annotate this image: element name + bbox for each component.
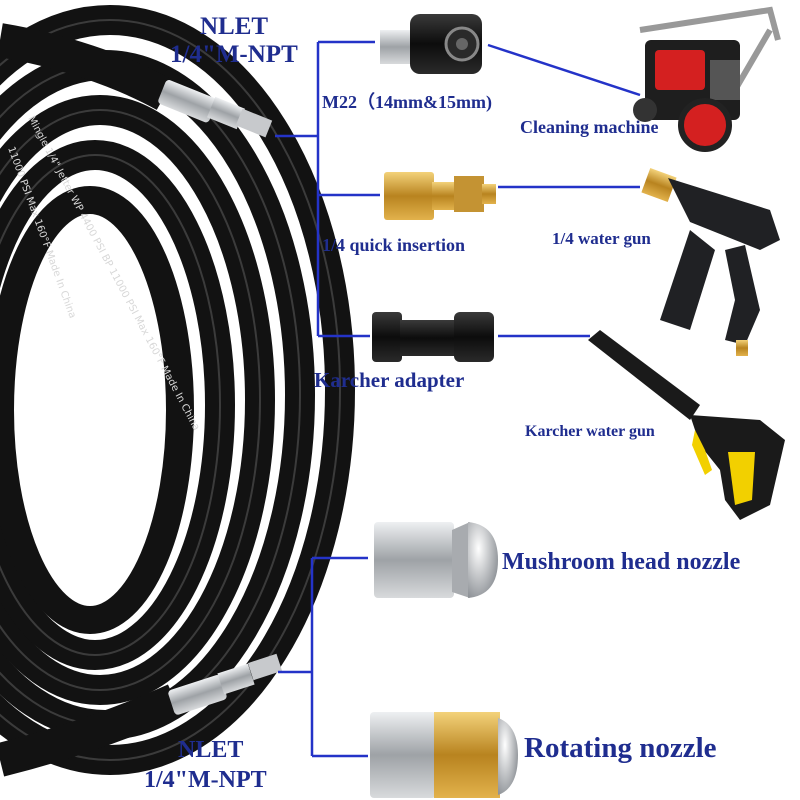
mushroom-nozzle-icon (374, 522, 498, 598)
cleaning-machine-label: Cleaning machine (520, 117, 659, 137)
inlet-bottom-line2: 1/4"M-NPT (144, 767, 267, 793)
m22-coupler-icon (380, 14, 482, 74)
quick-insertion-icon (384, 172, 496, 220)
hose-coil (0, 5, 355, 775)
rotating-nozzle-icon (370, 712, 518, 798)
karcher-water-gun-icon (588, 330, 785, 520)
karcher-gun-label: Karcher water gun (525, 423, 655, 440)
cleaning-machine-icon (633, 6, 781, 152)
quick-insertion-label: 1/4 quick insertion (322, 235, 466, 255)
top-hose-fitting (158, 80, 273, 138)
karcher-adapter-label: Karcher adapter (314, 368, 465, 392)
m22-label: M22（14mm&15mm) (322, 92, 492, 112)
karcher-adapter-icon (372, 312, 494, 362)
quarter-water-gun-icon (641, 167, 780, 356)
water-gun-label: 1/4 water gun (552, 229, 651, 248)
inlet-top-line1: NLET (200, 13, 269, 40)
inlet-top-line2: 1/4"M-NPT (170, 41, 298, 68)
bottom-hose-fitting (168, 653, 283, 715)
rotating-nozzle-label: Rotating nozzle (524, 732, 717, 764)
connector-lines (275, 40, 641, 758)
mushroom-nozzle-label: Mushroom head nozzle (502, 549, 741, 575)
inlet-bottom-line1: NLET (178, 737, 244, 763)
